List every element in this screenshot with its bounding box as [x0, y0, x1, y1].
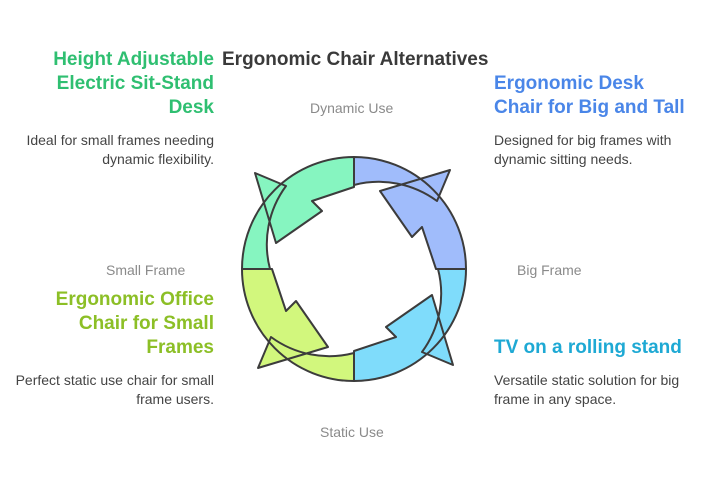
- diagram-title: Ergonomic Chair Alternatives: [222, 49, 489, 70]
- description-big-and-tall-chair: Designed for big frames with dynamic sit…: [494, 132, 672, 167]
- heading-sit-stand-desk: Height Adjustable Electric Sit-Stand Des…: [53, 49, 214, 118]
- quadrant-segment-top-left: [241, 156, 355, 270]
- description-sit-stand-desk: Ideal for small frames needing dynamic f…: [26, 132, 214, 167]
- quadrant-segment-bottom-left: [241, 268, 355, 382]
- description-tv-rolling-stand: Versatile static solution for big frame …: [494, 372, 680, 407]
- heading-tv-rolling-stand: TV on a rolling stand: [494, 337, 682, 358]
- heading-small-frames-chair: Ergonomic Office Chair for Small Frames: [55, 289, 214, 358]
- heading-big-and-tall-chair: Ergonomic Desk Chair for Big and Tall: [494, 73, 685, 118]
- description-small-frames-chair: Perfect static use chair for small frame…: [15, 372, 214, 407]
- quadrant-segment-bottom-right: [353, 268, 467, 382]
- axis-label-big-frame: Big Frame: [517, 262, 582, 278]
- quadrant-segment-top-right: [353, 156, 467, 270]
- axis-label-small-frame: Small Frame: [106, 262, 186, 278]
- axis-label-static-use: Static Use: [320, 424, 384, 440]
- axis-label-dynamic-use: Dynamic Use: [310, 100, 394, 116]
